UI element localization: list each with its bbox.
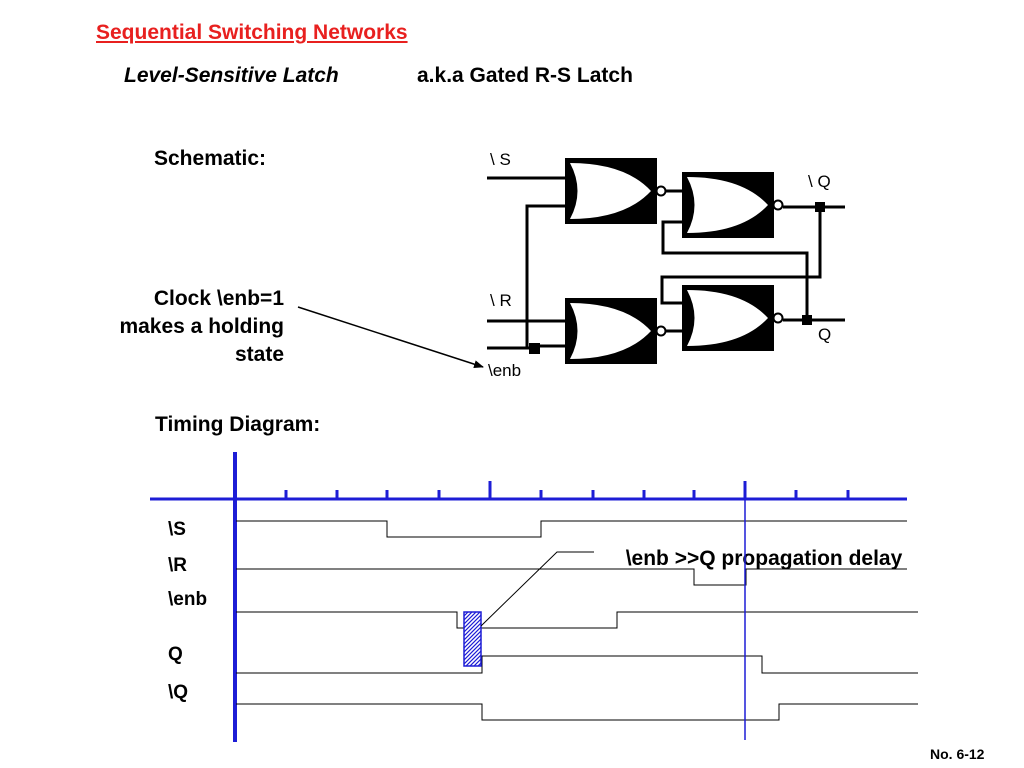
latch-schematic <box>487 158 845 364</box>
timing-diagram-label: Timing Diagram: <box>155 413 321 436</box>
time-ticks <box>284 481 850 499</box>
waveforms <box>236 520 918 721</box>
junction-dot-enb <box>529 343 540 354</box>
waveform-s <box>236 520 907 538</box>
waveform-r <box>236 568 907 586</box>
nor-gate-4 <box>682 285 784 351</box>
pin-label-enb: \enb <box>488 361 522 380</box>
signal-label-q-bar: \Q <box>168 682 189 703</box>
pin-label-r: \ R <box>490 291 512 310</box>
timing-axes <box>150 452 907 742</box>
propagation-leader-line <box>480 551 594 627</box>
pin-label-s: \ S <box>490 150 511 169</box>
signal-label-s: \S <box>168 519 186 540</box>
nor-gate-3 <box>565 298 667 364</box>
propagation-delay-annotation: \enb >>Q propagation delay <box>625 547 903 570</box>
page-number: No. 6-12 <box>930 746 985 762</box>
clock-arrow <box>297 306 484 369</box>
schematic-label: Schematic: <box>154 147 267 170</box>
junction-dot-qbar <box>815 202 825 212</box>
wire-enb-top <box>525 204 570 348</box>
junction-dot-q <box>802 315 812 325</box>
pin-label-q: Q <box>818 325 832 344</box>
waveform-q-bar <box>236 703 918 721</box>
signal-label-q: Q <box>168 644 183 665</box>
signal-label-r: \R <box>168 555 187 576</box>
wire-qbar-feedback <box>660 207 822 305</box>
subtitle-aka: a.k.a Gated R-S Latch <box>417 64 633 87</box>
wire-q-feedback <box>661 220 809 320</box>
propagation-delay-box <box>463 611 482 667</box>
signal-label-enb: \enb <box>168 589 208 610</box>
pin-label-q-bar: \ Q <box>808 172 831 191</box>
slide-title: Sequential Switching Networks <box>96 21 408 44</box>
waveform-enb <box>236 611 918 629</box>
clock-annotation: Clock \enb=1 makes a holding state <box>119 287 284 366</box>
nor-gate-2 <box>682 172 784 238</box>
waveform-q <box>236 655 918 674</box>
nor-gate-1 <box>565 158 667 224</box>
subtitle-latch: Level-Sensitive Latch <box>124 64 339 87</box>
